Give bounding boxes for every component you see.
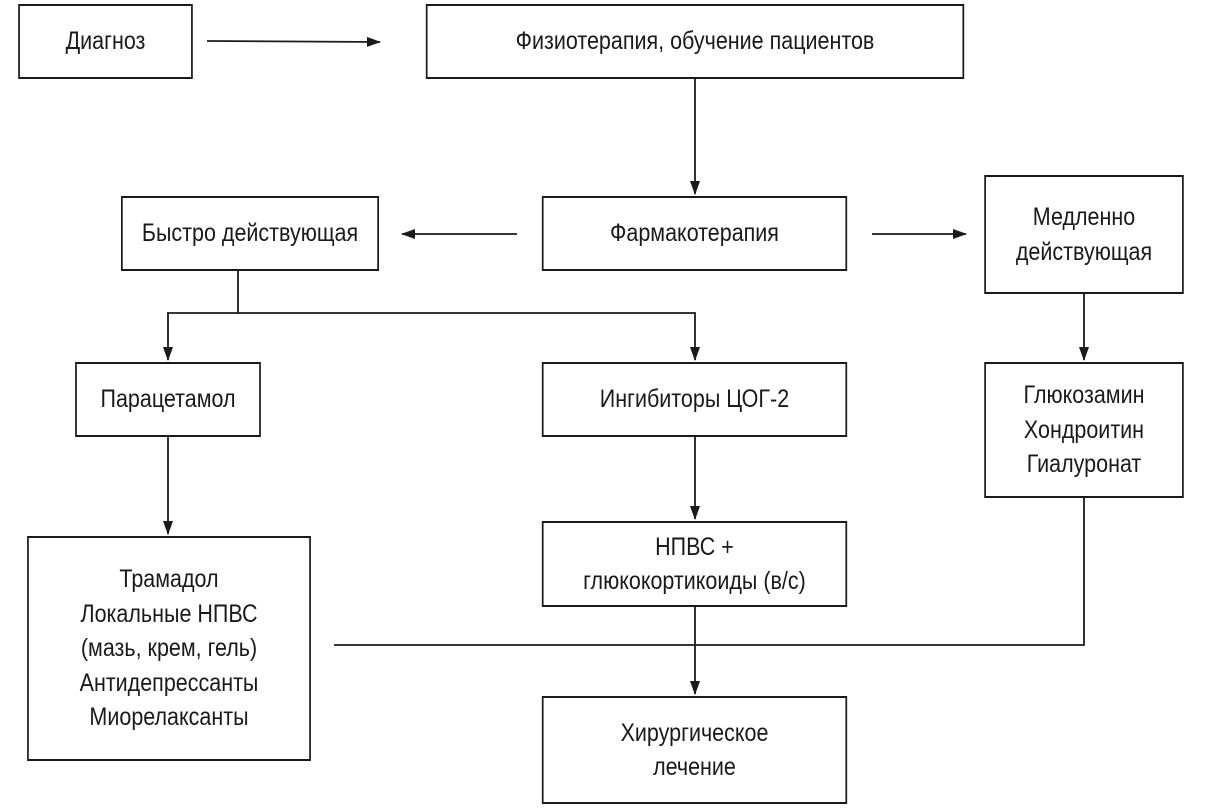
node-glucosamine-line-3: Гиалуронат [1026,450,1142,479]
node-diagnosis-label: Диагноз [65,27,146,56]
edge-glucosamine-to-surgery [695,498,1085,646]
node-cox2-inhibitors: Ингибиторы ЦОГ-2 [541,362,848,437]
node-slow-acting: Медленно действующая [984,175,1184,294]
edge-fast-to-cox2 [238,312,700,361]
node-pharmacotherapy: Фармакотерапия [541,196,848,271]
node-fast-acting: Быстро действующая [121,196,379,271]
node-tramadol-line-5: Миорелаксанты [89,703,249,732]
node-slow-acting-line-2: действующая [1015,237,1153,266]
node-tramadol-line-2: Локальные НПВС [80,599,258,628]
node-physiotherapy-label: Физиотерапия, обучение пациентов [515,27,875,56]
node-surgery-line-1: Хирургическое [620,718,769,747]
node-paracetamol-label: Парацетамол [100,385,236,414]
node-glucosamine-line-2: Хондроитин [1023,415,1145,444]
node-slow-acting-line-1: Медленно [1032,203,1136,231]
node-surgery: Хирургическое лечение [541,696,848,804]
node-glucosamine: Глюкозамин Хондроитин Гиалуронат [984,362,1184,498]
node-diagnosis: Диагноз [18,4,193,79]
node-tramadol: Трамадол Локальные НПВС (мазь, крем, гел… [27,536,311,761]
node-cox2-inhibitors-label: Ингибиторы ЦОГ-2 [599,385,790,414]
node-physiotherapy: Физиотерапия, обучение пациентов [425,4,965,79]
node-tramadol-line-4: Антидепрессанты [79,668,259,697]
node-paracetamol: Парацетамол [75,362,261,437]
node-nsaid-glucocorticoids: НПВС + глюкокортикоиды (в/с) [541,521,848,607]
node-pharmacotherapy-label: Фармакотерапия [610,219,779,248]
node-glucosamine-line-1: Глюкозамин [1023,381,1145,410]
node-nsaid-line-2: глюкокортикоиды (в/с) [583,567,806,595]
node-nsaid-line-1: НПВС + [655,532,734,561]
node-tramadol-line-3: (мазь, крем, гель) [80,634,258,663]
edge-fast-to-paracetamol [163,271,239,361]
edge-diagnosis-to-physio [206,36,381,47]
node-tramadol-line-1: Трамадол [119,565,219,594]
node-surgery-line-2: лечение [653,753,736,781]
node-fast-acting-label: Быстро действующая [141,219,359,248]
